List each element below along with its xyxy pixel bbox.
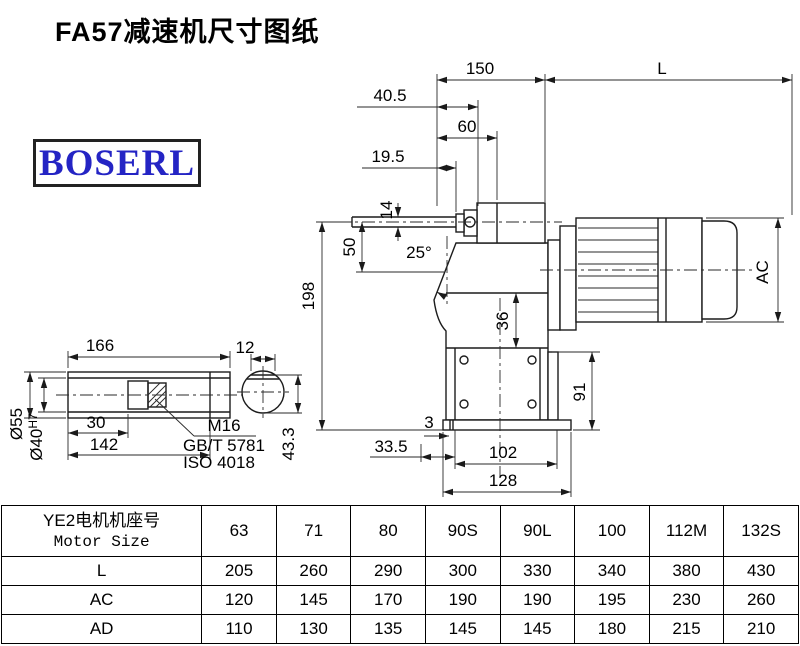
size-col-header: 90S <box>424 505 501 557</box>
dim-value-cell: 210 <box>723 614 799 644</box>
dim-value-cell: 145 <box>424 614 501 644</box>
table-row-L: L 205 260 290 300 330 340 380 430 <box>0 556 799 586</box>
dim-12-label: 12 <box>236 338 255 357</box>
size-col-header: 100 <box>574 505 650 557</box>
dim-value-cell: 180 <box>574 614 650 644</box>
dim-value-cell: 195 <box>574 585 650 615</box>
dim-60-label: 60 <box>458 117 477 136</box>
dim-value-cell: 215 <box>648 614 725 644</box>
dim-40-5-label: 40.5 <box>373 86 406 105</box>
dim-36-label: 36 <box>493 312 512 331</box>
size-col-header: 112M <box>648 505 725 557</box>
dim-value-cell: 380 <box>648 556 725 586</box>
dim-value-cell: 290 <box>350 556 426 586</box>
size-col-header: 90L <box>499 505 576 557</box>
gearbox-main-view <box>351 202 572 431</box>
table-row-AD: AD 110 130 135 145 145 180 215 210 <box>0 614 799 644</box>
top-dimensions: 150 L 40.5 60 19.5 <box>357 59 793 215</box>
dim-value-cell: 135 <box>350 614 426 644</box>
dim-value-cell: 330 <box>499 556 576 586</box>
size-col-header: 63 <box>201 505 277 557</box>
dim-166-label: 166 <box>86 336 114 355</box>
dim-43-3-label: 43.3 <box>279 427 298 460</box>
dim-row-label: AD <box>0 614 203 644</box>
dim-30-label: 30 <box>87 413 106 432</box>
dim-198-label: 198 <box>299 282 318 310</box>
dim-row-label: AC <box>0 585 203 615</box>
dim-value-cell: 340 <box>574 556 650 586</box>
dim-50-label: 50 <box>340 238 359 257</box>
dim-value-cell: 170 <box>350 585 426 615</box>
dim-value-cell: 230 <box>648 585 725 615</box>
dim-33-5-label: 33.5 <box>374 437 407 456</box>
dimension-table: YE2电机机座号 Motor Size 63 71 80 90S 90L 100… <box>0 505 799 644</box>
brand-logo-box: BOSERL <box>33 139 201 187</box>
dim-value-cell: 110 <box>201 614 277 644</box>
table-row-AC: AC 120 145 170 190 190 195 230 260 <box>0 585 799 615</box>
side-dimensions: 14 50 198 25° 36 AC <box>299 201 784 431</box>
dim-91-label: 91 <box>570 383 589 402</box>
dim-value-cell: 430 <box>723 556 799 586</box>
dim-value-cell: 145 <box>275 585 352 615</box>
section-dimensions: 12 43.3 <box>236 338 302 461</box>
size-col-header: 80 <box>350 505 426 557</box>
dim-142-label: 142 <box>90 435 118 454</box>
brand-logo-text: BOSERL <box>38 142 196 184</box>
dim-value-cell: 300 <box>424 556 501 586</box>
standard-iso-label: ISO 4018 <box>183 453 255 472</box>
dim-3-label: 3 <box>424 413 433 432</box>
page-title: FA57减速机尺寸图纸 <box>55 17 320 47</box>
dim-value-cell: 260 <box>275 556 352 586</box>
dim-150-label: 150 <box>466 59 494 78</box>
centerlines <box>56 221 752 478</box>
dim-value-cell: 260 <box>723 585 799 615</box>
dim-128-label: 128 <box>489 471 517 490</box>
dim-25deg-label: 25° <box>406 243 432 262</box>
bottom-dimensions: 3 33.5 102 128 91 <box>370 351 600 497</box>
dim-14-label: 14 <box>377 201 396 220</box>
shaft-detail-dimensions: 166 30 142 Ø55 Ø40H7 M16 GB/T 5781 ISO 4… <box>7 336 265 472</box>
dim-dia40h7-label: Ø40H7 <box>26 413 46 461</box>
dim-value-cell: 205 <box>201 556 277 586</box>
dim-19-5-label: 19.5 <box>371 147 404 166</box>
motor-view <box>547 217 738 331</box>
dim-L-label: L <box>657 59 666 78</box>
dim-row-label: L <box>0 556 203 586</box>
dim-value-cell: 190 <box>424 585 501 615</box>
header-label-cn: YE2电机机座号 <box>43 510 161 530</box>
dim-value-cell: 190 <box>499 585 576 615</box>
header-label-en: Motor Size <box>53 532 150 551</box>
dim-value-cell: 145 <box>499 614 576 644</box>
technical-drawing: 150 L 40.5 60 19.5 14 50 198 25° 36 AC 3… <box>7 59 793 497</box>
standard-gb-label: GB/T 5781 <box>183 436 265 455</box>
dim-102-label: 102 <box>489 443 517 462</box>
dim-dia55-label: Ø55 <box>7 408 26 440</box>
size-col-header: 71 <box>275 505 352 557</box>
dim-AC-label: AC <box>753 260 772 284</box>
dim-value-cell: 120 <box>201 585 277 615</box>
size-col-header: 132S <box>723 505 799 557</box>
table-header-row: YE2电机机座号 Motor Size 63 71 80 90S 90L 100… <box>0 505 799 557</box>
thread-callout-label: M16 <box>207 416 240 435</box>
dim-value-cell: 130 <box>275 614 352 644</box>
motor-size-header-cell: YE2电机机座号 Motor Size <box>0 505 203 557</box>
